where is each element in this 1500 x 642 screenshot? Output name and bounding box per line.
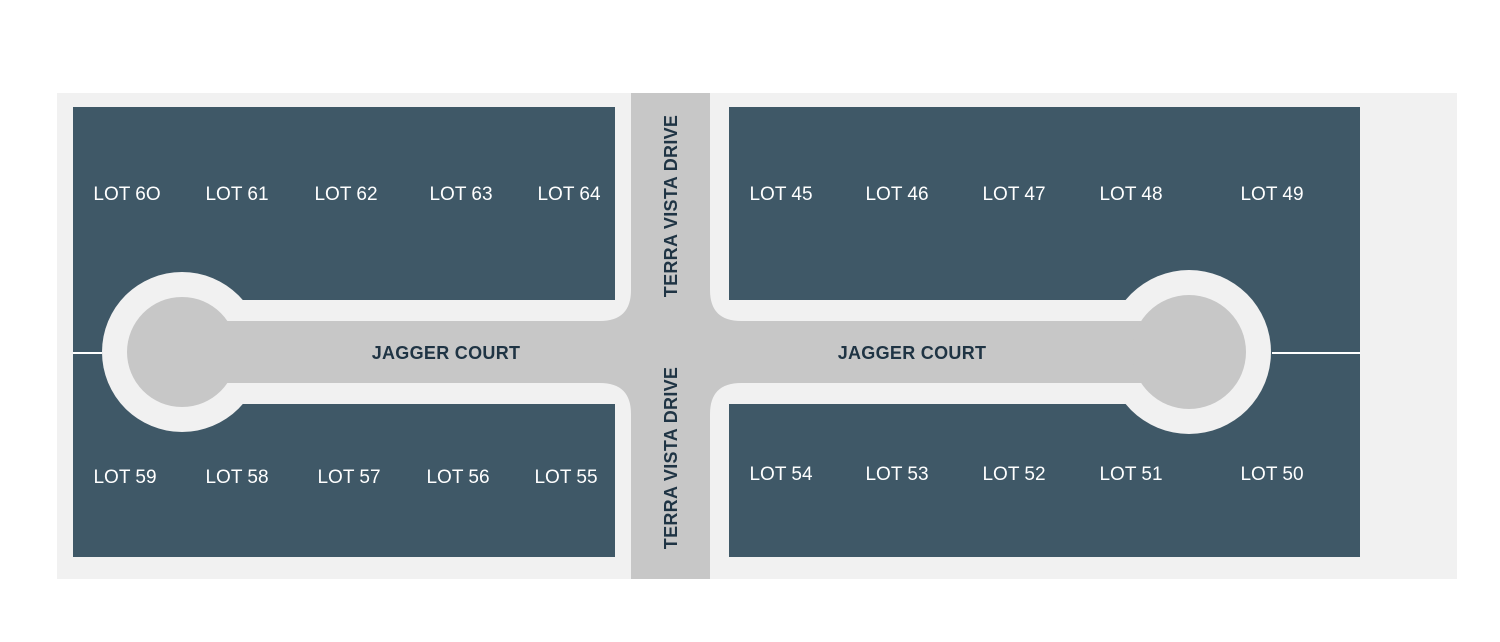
lot-52-label: LOT 52	[982, 464, 1045, 485]
lot-48-parcel[interactable]	[1072, 107, 1190, 301]
street-labels: JAGGER COURT JAGGER COURT TERRA VISTA DR…	[372, 115, 987, 549]
lot-54-parcel[interactable]	[729, 403, 836, 557]
jagger-court-east-label: JAGGER COURT	[838, 343, 987, 363]
lot-60-label: LOT 6O	[93, 184, 160, 205]
lot-61-parcel[interactable]	[182, 107, 292, 303]
lot-55-label: LOT 55	[534, 467, 597, 488]
lot-61-label: LOT 61	[205, 184, 268, 205]
lot-47-label: LOT 47	[982, 184, 1045, 205]
lot-45-parcel[interactable]	[729, 107, 836, 301]
lot-55-parcel[interactable]	[513, 399, 615, 557]
lot-46-parcel[interactable]	[836, 107, 955, 301]
intersection-corner-nw	[600, 290, 631, 321]
west-cul-de-sac	[127, 297, 237, 407]
lot-57-parcel[interactable]	[292, 399, 403, 557]
lot-52-parcel[interactable]	[955, 403, 1072, 557]
lot-50-label: LOT 50	[1240, 464, 1303, 485]
lot-49-label: LOT 49	[1240, 184, 1303, 205]
terra-vista-drive-south-label: TERRA VISTA DRIVE	[661, 367, 681, 549]
east-cul-de-sac	[1132, 295, 1246, 409]
streets	[102, 93, 1271, 579]
intersection-corner-sw	[600, 383, 631, 414]
lot-45-label: LOT 45	[749, 184, 812, 205]
jagger-court-road	[180, 321, 1190, 383]
lot-53-label: LOT 53	[865, 464, 928, 485]
intersection-corner-se	[710, 383, 741, 414]
lot-64-label: LOT 64	[537, 184, 600, 205]
lot-51-label: LOT 51	[1099, 464, 1162, 485]
lots-west	[73, 107, 615, 557]
lot-64-parcel[interactable]	[513, 107, 615, 303]
lot-47-parcel[interactable]	[955, 107, 1072, 301]
lot-56-parcel[interactable]	[403, 399, 513, 557]
lot-63-label: LOT 63	[429, 184, 492, 205]
lot-labels: LOT 6O LOT 61 LOT 62 LOT 63 LOT 64 LOT 4…	[93, 184, 1303, 488]
lot-53-parcel[interactable]	[836, 403, 955, 557]
lot-48-label: LOT 48	[1099, 184, 1162, 205]
lot-54-label: LOT 54	[749, 464, 812, 485]
lot-59-label: LOT 59	[93, 467, 156, 488]
lot-62-parcel[interactable]	[292, 107, 403, 303]
lot-58-label: LOT 58	[205, 467, 268, 488]
intersection-corner-ne	[710, 290, 741, 321]
lot-63-parcel[interactable]	[403, 107, 513, 303]
lot-57-label: LOT 57	[317, 467, 380, 488]
jagger-court-west-label: JAGGER COURT	[372, 343, 521, 363]
terra-vista-drive-north-label: TERRA VISTA DRIVE	[661, 115, 681, 297]
lot-56-label: LOT 56	[426, 467, 489, 488]
lot-46-label: LOT 46	[865, 184, 928, 205]
lot-62-label: LOT 62	[314, 184, 377, 205]
